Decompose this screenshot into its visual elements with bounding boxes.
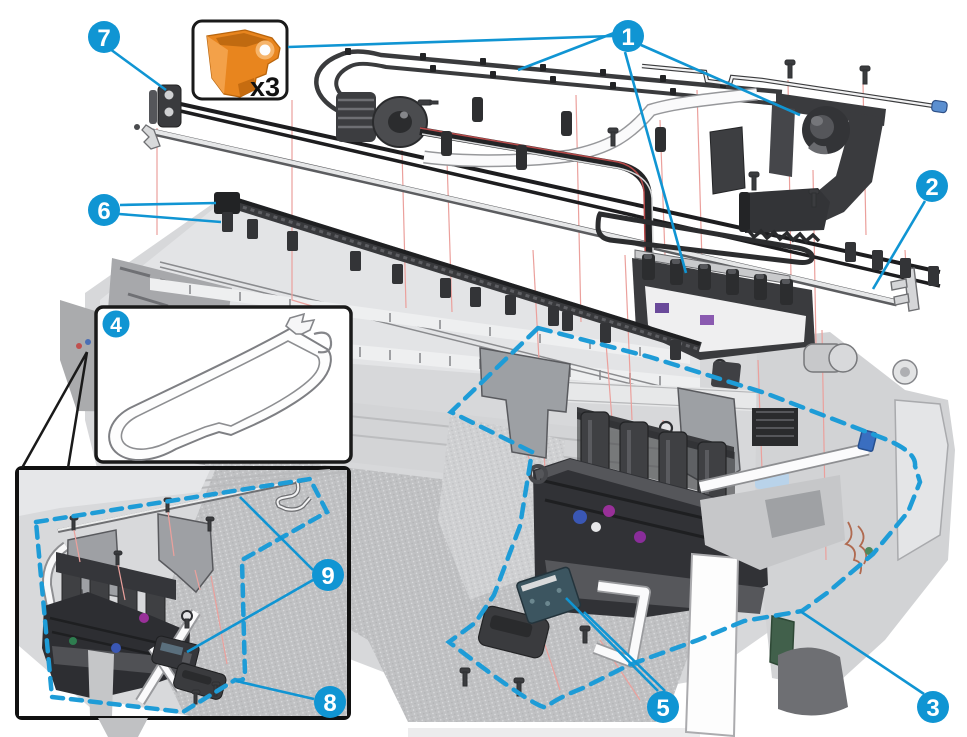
svg-text:6: 6 <box>97 198 110 225</box>
svg-text:x3: x3 <box>250 72 280 102</box>
svg-text:9: 9 <box>321 563 334 590</box>
svg-text:1: 1 <box>621 24 634 51</box>
svg-text:5: 5 <box>656 695 669 722</box>
svg-text:3: 3 <box>926 695 939 722</box>
svg-text:2: 2 <box>925 174 938 201</box>
svg-text:4: 4 <box>110 314 122 337</box>
svg-text:7: 7 <box>97 25 110 52</box>
svg-text:8: 8 <box>323 690 336 717</box>
